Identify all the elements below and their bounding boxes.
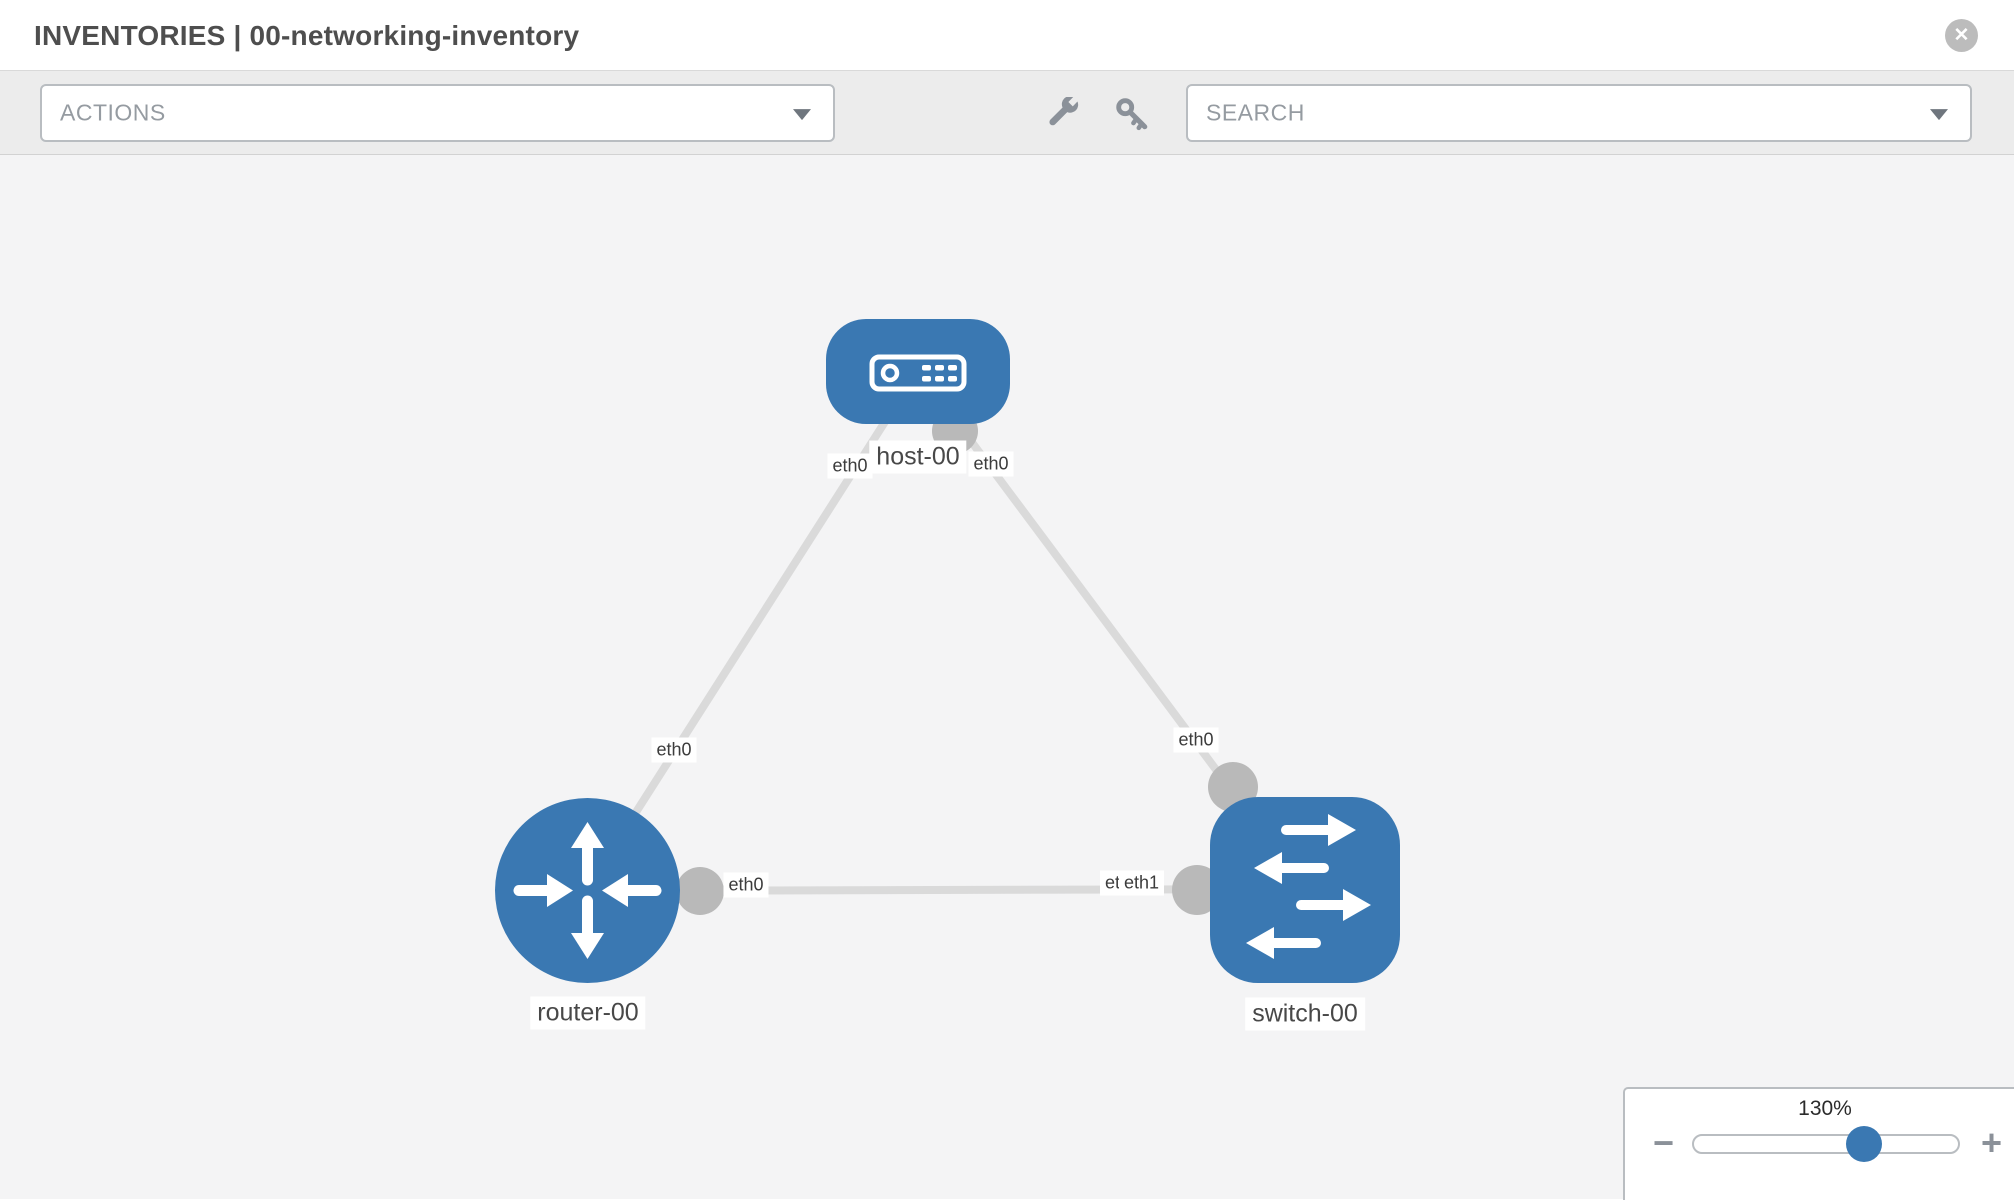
header-bar: INVENTORIES | 00-networking-inventory ✕ [0,0,2014,71]
node-label-host: host-00 [869,440,967,474]
iface-label-switch-eth1: eth1 [1119,870,1165,896]
iface-label-router-eth0: eth0 [723,872,769,898]
wrench-icon[interactable] [1046,97,1080,131]
interface-dot-switch-left[interactable] [1172,865,1222,915]
node-label-switch: switch-00 [1245,997,1365,1031]
key-icon[interactable] [1115,97,1149,131]
switch-icon [1246,814,1371,959]
interface-dot-router[interactable] [676,867,724,915]
search-dropdown[interactable]: SEARCH [1186,84,1972,142]
chevron-down-icon [1930,109,1948,121]
actions-dropdown[interactable]: ACTIONS [40,84,835,142]
iface-label-host-eth0-right: eth0 [968,451,1014,477]
zoom-slider[interactable] [1692,1126,1960,1162]
zoom-level: 130% [1798,1097,1852,1120]
zoom-in-button[interactable]: + [1981,1122,2003,1163]
actions-placeholder: ACTIONS [60,99,166,126]
search-placeholder: SEARCH [1206,99,1305,126]
node-label-router: router-00 [530,996,646,1030]
page-title: INVENTORIES | 00-networking-inventory [34,20,580,51]
iface-label-host-eth0-left: eth0 [827,453,873,479]
zoom-panel: 130% − + [1623,1087,2014,1200]
topology-links-layer [583,367,1309,915]
node-switch-00[interactable] [1210,797,1400,983]
zoom-out-button[interactable]: − [1653,1122,1675,1163]
chevron-down-icon [793,109,811,121]
zoom-slider-knob[interactable] [1846,1126,1882,1162]
node-host-00[interactable] [826,319,1010,424]
toolbar: ACTIONS SEARCH [0,71,2014,155]
router-icon [513,822,662,959]
iface-label-router-link-eth0: eth0 [651,737,697,763]
close-button[interactable]: ✕ [1945,19,1978,52]
iface-label-switch-top-eth0: eth0 [1173,727,1219,753]
node-router-00[interactable] [495,798,680,983]
topology-canvas[interactable]: host-00 router-00 switch-00 eth0 eth0 et… [0,155,2014,1200]
close-icon: ✕ [1953,24,1970,46]
host-icon [869,354,967,392]
